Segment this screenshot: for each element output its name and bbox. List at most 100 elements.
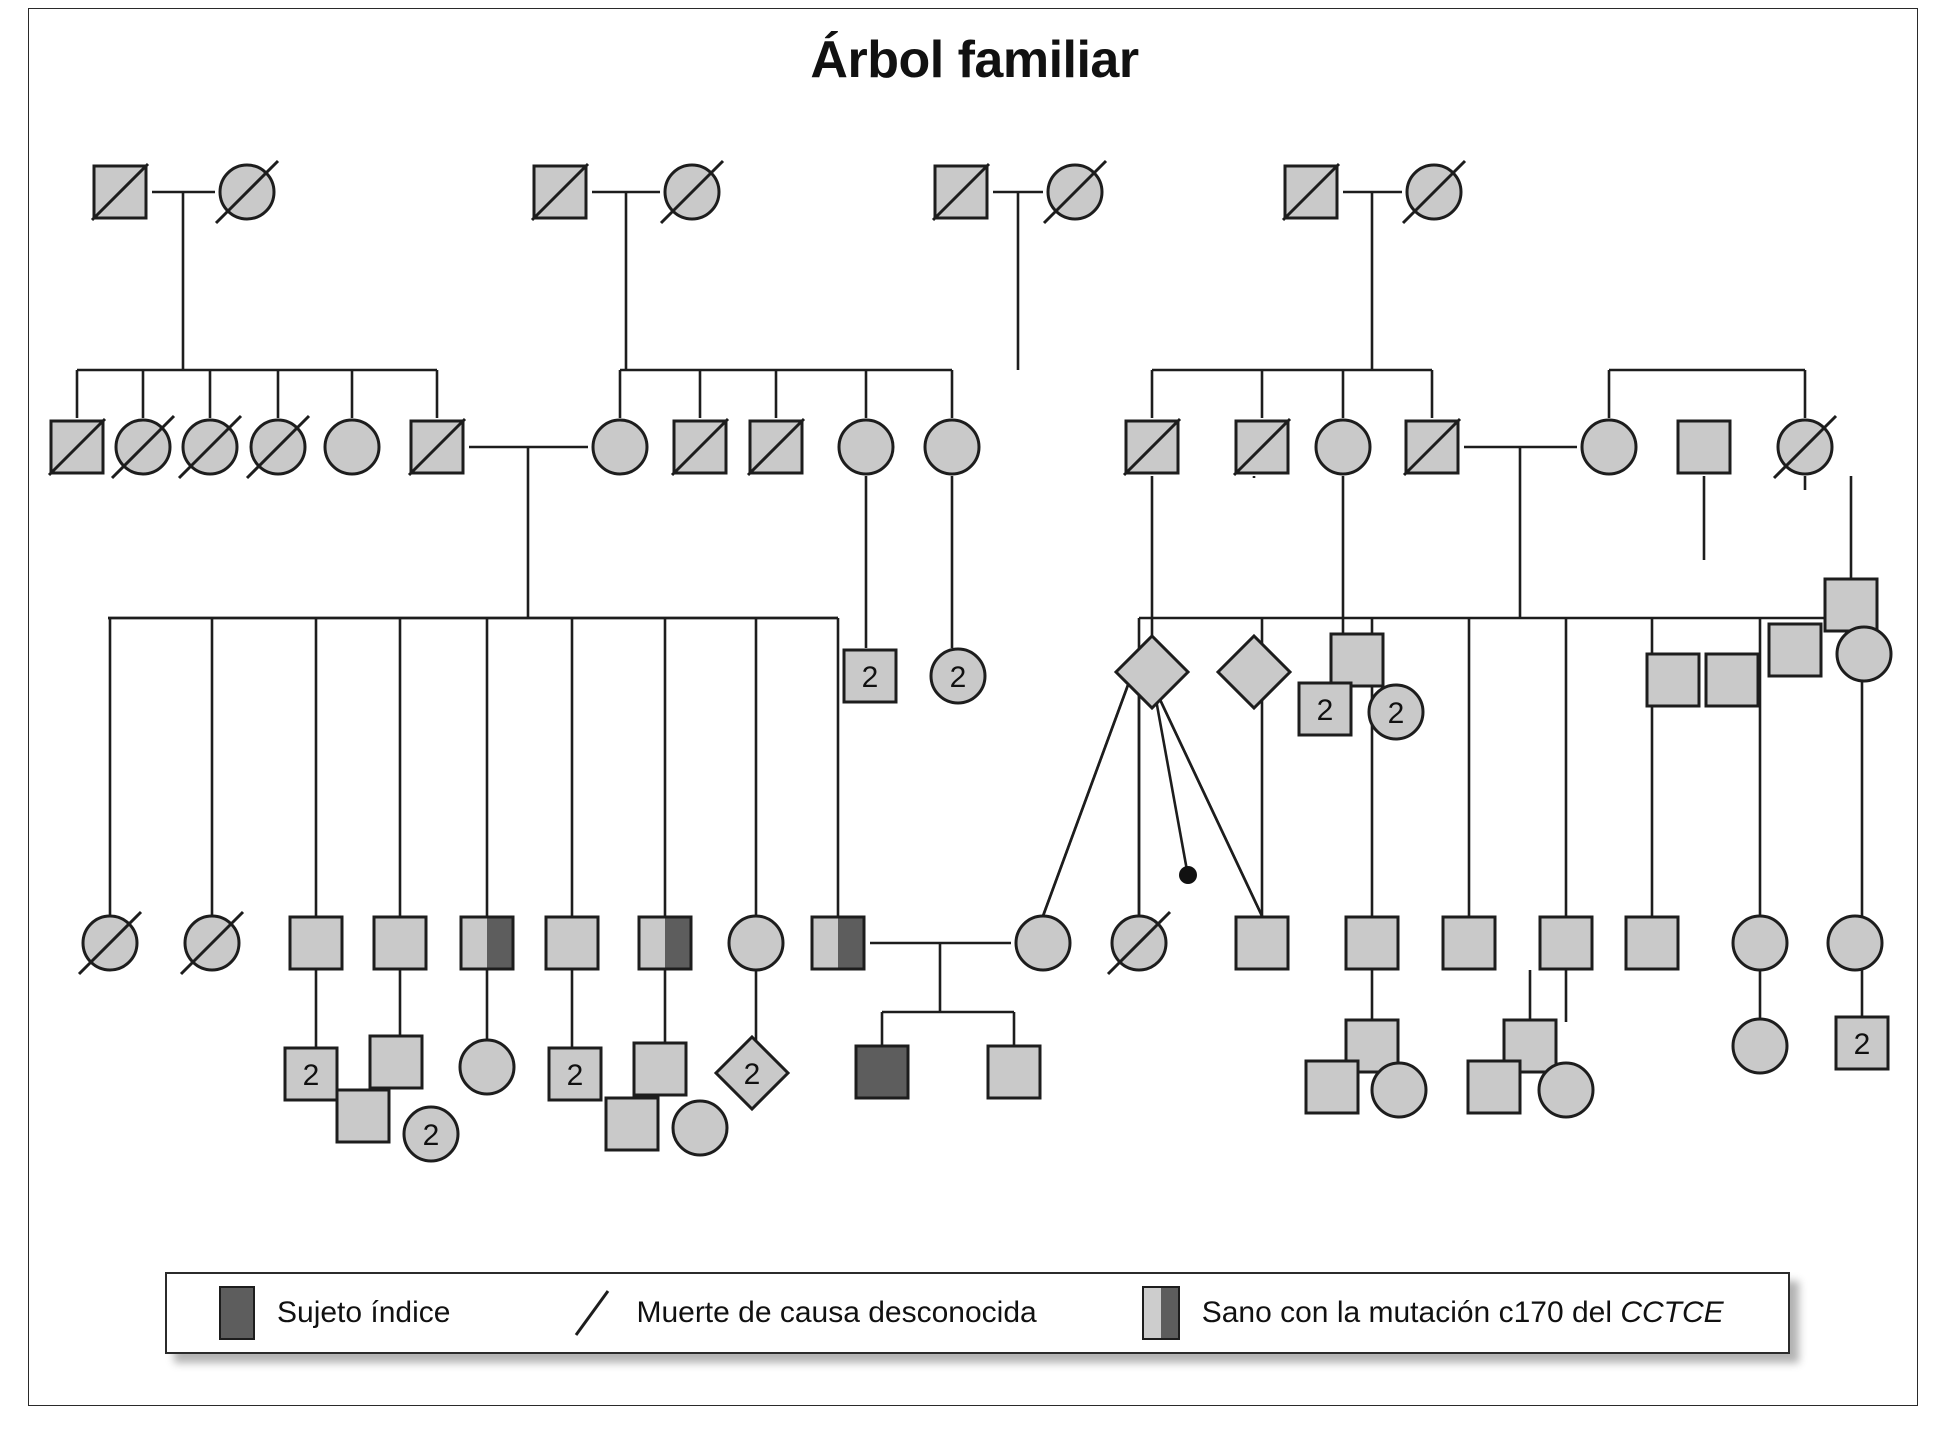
- pregnancy-loss-dot-icon: [1179, 866, 1197, 884]
- pedigree-node-square-normal: [368, 1034, 424, 1090]
- half-filled-square-icon: [1141, 1286, 1180, 1340]
- pedigree-node-square-normal: [1329, 632, 1385, 688]
- legend-item-healthy-carrier: Sano con la mutación c170 del CCTCE: [1141, 1286, 1724, 1340]
- pedigree-node-circle-count: 2: [402, 1105, 460, 1163]
- pedigree-node-square-normal: [544, 915, 600, 971]
- pedigree-node-circle-normal: [1370, 1061, 1428, 1119]
- legend-label-index-subject: Sujeto índice: [277, 1296, 451, 1329]
- pedigree-node-square-normal: [1538, 915, 1594, 971]
- pedigree-node-diamond-normal: [1113, 633, 1191, 711]
- pedigree-node-square-normal: [1676, 419, 1732, 475]
- pedigree-node-circle-normal: [727, 914, 785, 972]
- chart-frame: [28, 8, 1918, 1406]
- pedigree-node-square-normal: [604, 1096, 660, 1152]
- pedigree-node-circle-normal: [1537, 1061, 1595, 1119]
- slash-line-icon: [575, 1290, 610, 1336]
- pedigree-node-square-count: 2: [283, 1046, 339, 1102]
- pedigree-node-square-deceased: [530, 162, 590, 222]
- pedigree-node-square-count: 2: [1297, 681, 1353, 737]
- sibling-count-label: 2: [744, 1058, 761, 1091]
- pedigree-node-circle-normal: [837, 418, 895, 476]
- pedigree-connector-lines: [75, 190, 1864, 1050]
- pedigree-node-circle-deceased: [659, 159, 725, 225]
- pedigree-node-circle-deceased: [1042, 159, 1108, 225]
- sibling-count-label: 2: [950, 661, 967, 694]
- pedigree-node-circle-normal: [671, 1099, 729, 1157]
- pedigree-node-square-normal: [1767, 622, 1823, 678]
- pedigree-node-square-normal: [1304, 1059, 1360, 1115]
- pedigree-node-circle-deceased: [245, 414, 311, 480]
- filled-square-icon: [219, 1286, 255, 1340]
- legend-label-healthy-carrier: Sano con la mutación c170 del CCTCE: [1201, 1296, 1724, 1329]
- pedigree-node-circle-normal: [591, 418, 649, 476]
- pedigree-node-circle-normal: [923, 418, 981, 476]
- pedigree-node-square-carrier: [810, 915, 866, 971]
- pedigree-node-circle-normal: [1826, 914, 1884, 972]
- pedigree-node-circle-deceased: [177, 414, 243, 480]
- pedigree-node-square-deceased: [1402, 417, 1462, 477]
- gene-name: CCTCE: [1620, 1296, 1724, 1329]
- pedigree-node-square-normal: [632, 1041, 688, 1097]
- pedigree-node-square-normal: [1624, 915, 1680, 971]
- pedigree-node-square-count: 2: [547, 1046, 603, 1102]
- pedigree-node-square-normal: [372, 915, 428, 971]
- pedigree-node-square-normal: [1704, 652, 1760, 708]
- pedigree-node-circle-normal: [1014, 914, 1072, 972]
- legend-label-unknown-death: Muerte de causa desconocida: [636, 1296, 1037, 1329]
- pedigree-node-square-normal: [1823, 577, 1879, 633]
- pedigree-node-square-count: 2: [1834, 1015, 1890, 1071]
- pedigree-node-circle-deceased: [1401, 159, 1467, 225]
- page-title: Árbol familiar: [810, 31, 1139, 89]
- pedigree-node-circle-deceased: [1106, 910, 1172, 976]
- pedigree-node-circle-normal: [1580, 418, 1638, 476]
- pedigree-node-circle-deceased: [77, 910, 143, 976]
- pedigree-node-square-deceased: [931, 162, 991, 222]
- pedigree-node-square-deceased: [1232, 417, 1292, 477]
- sibling-count-label: 2: [1388, 697, 1405, 730]
- pedigree-node-square-deceased: [47, 417, 107, 477]
- pedigree-node-circle-normal: [1835, 625, 1893, 683]
- pedigree-node-square-deceased: [1281, 162, 1341, 222]
- pedigree-node-square-deceased: [1122, 417, 1182, 477]
- sibling-count-label: 2: [303, 1059, 320, 1092]
- pedigree-node-square-normal: [1441, 915, 1497, 971]
- pedigree-node-square-normal: [288, 915, 344, 971]
- pedigree-node-circle-deceased: [179, 910, 245, 976]
- sibling-count-label: 2: [423, 1119, 440, 1152]
- pedigree-node-square-normal: [986, 1044, 1042, 1100]
- pedigree-node-square-normal: [1234, 915, 1290, 971]
- pedigree-node-circle-normal: [1314, 418, 1372, 476]
- sibling-count-label: 2: [862, 661, 879, 694]
- pedigree-node-square-deceased: [670, 417, 730, 477]
- pedigree-node-square-deceased: [407, 417, 467, 477]
- pedigree-node-circle-count: 2: [1367, 683, 1425, 741]
- pedigree-node-circle-deceased: [214, 159, 280, 225]
- pedigree-node-circle-normal: [1731, 1017, 1789, 1075]
- pedigree-node-diamond-count: 2: [713, 1034, 791, 1112]
- legend-item-unknown-death: Muerte de causa desconocida: [570, 1287, 1037, 1339]
- pedigree-node-circle-deceased: [110, 414, 176, 480]
- pedigree-node-circle-normal: [323, 418, 381, 476]
- pedigree-node-square-normal: [1645, 652, 1701, 708]
- legend-item-index-subject: Sujeto índice: [219, 1286, 450, 1340]
- legend-box: Sujeto índice Muerte de causa desconocid…: [165, 1272, 1790, 1354]
- pedigree-node-square-carrier: [637, 915, 693, 971]
- sibling-count-label: 2: [1317, 694, 1334, 727]
- pedigree-node-circle-normal: [1731, 914, 1789, 972]
- sibling-count-label: 2: [567, 1059, 584, 1092]
- pedigree-node-circle-normal: [458, 1038, 516, 1096]
- pedigree-node-square-normal: [335, 1088, 391, 1144]
- sibling-count-label: 2: [1854, 1028, 1871, 1061]
- pedigree-symbols: 2 2 2 2 2 2 2 2 2: [47, 159, 1893, 1163]
- pedigree-node-square-normal: [1466, 1059, 1522, 1115]
- pedigree-node-square-carrier: [459, 915, 515, 971]
- pedigree-node-circle-count: 2: [929, 647, 987, 705]
- pedigree-node-square-deceased: [746, 417, 806, 477]
- pedigree-node-diamond-normal: [1215, 633, 1293, 711]
- pedigree-node-circle-deceased: [1772, 414, 1838, 480]
- pedigree-node-square-normal: [1344, 915, 1400, 971]
- pedigree-node-square-count: 2: [842, 648, 898, 704]
- pedigree-node-square-index: [854, 1044, 910, 1100]
